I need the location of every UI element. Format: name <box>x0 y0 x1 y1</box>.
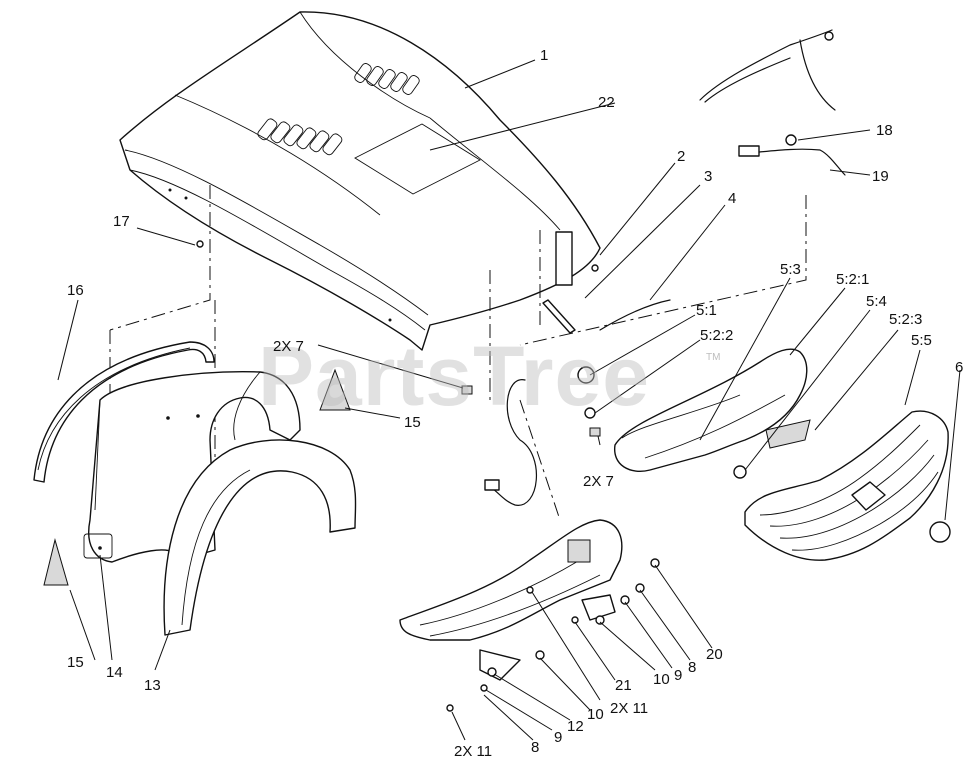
callout-10-a[interactable]: 10 <box>653 671 670 688</box>
callout-5-2-2[interactable]: 5:2:2 <box>700 327 733 344</box>
decal-part[interactable] <box>354 123 481 195</box>
callout-5-1[interactable]: 5:1 <box>696 302 717 319</box>
callout-5-2-1[interactable]: 5:2:1 <box>836 271 869 288</box>
callout-16[interactable]: 16 <box>67 282 84 299</box>
trim-strip-part[interactable] <box>33 341 215 483</box>
hood-vent-upper <box>354 63 420 95</box>
callout-9-b[interactable]: 9 <box>554 729 562 746</box>
callout-3[interactable]: 3 <box>704 168 712 185</box>
callout-5-3[interactable]: 5:3 <box>780 261 801 278</box>
headlight-wiring-part[interactable] <box>484 366 596 506</box>
callout-6[interactable]: 6 <box>955 359 963 376</box>
callout-8-b[interactable]: 8 <box>531 739 539 756</box>
callout-15-b[interactable]: 15 <box>67 654 84 671</box>
watermark-text: PartsTree <box>258 329 650 423</box>
grille-part[interactable] <box>744 410 949 561</box>
callout-4[interactable]: 4 <box>728 190 736 207</box>
callout-1[interactable]: 1 <box>540 47 548 64</box>
headlight-housing-part[interactable] <box>614 348 811 479</box>
wire-harness-part[interactable] <box>699 29 846 176</box>
callout-8-a[interactable]: 8 <box>688 659 696 676</box>
callout-22[interactable]: 22 <box>598 94 615 111</box>
callout-2x11-a[interactable]: 2X 11 <box>610 700 648 717</box>
fastener-parts <box>196 240 601 437</box>
callout-18[interactable]: 18 <box>876 122 893 139</box>
callout-2[interactable]: 2 <box>677 148 685 165</box>
callout-17[interactable]: 17 <box>113 213 130 230</box>
callout-5-5[interactable]: 5:5 <box>911 332 932 349</box>
callout-10-b[interactable]: 10 <box>587 706 604 723</box>
callout-labels: 1 22 2 3 4 17 18 19 16 2X 7 15 2X 7 15 1… <box>67 47 963 760</box>
callout-13[interactable]: 13 <box>144 677 161 694</box>
leader-lines <box>57 59 961 741</box>
hood-part[interactable] <box>119 11 601 351</box>
hood-bracket-parts[interactable] <box>542 231 671 334</box>
callout-5-2-3[interactable]: 5:2:3 <box>889 311 922 328</box>
callout-2x11-b[interactable]: 2X 11 <box>454 743 492 760</box>
callout-2x7-a[interactable]: 2X 7 <box>273 338 304 355</box>
callout-9-a[interactable]: 9 <box>674 667 682 684</box>
cap-part[interactable] <box>929 521 951 543</box>
fender-flare-part[interactable] <box>163 439 357 636</box>
callout-12[interactable]: 12 <box>567 718 584 735</box>
callout-14[interactable]: 14 <box>106 664 123 681</box>
bumper-pad-part[interactable] <box>43 368 351 586</box>
callout-21[interactable]: 21 <box>615 677 632 694</box>
hood-vent-lower <box>257 118 343 156</box>
callout-2x7-b[interactable]: 2X 7 <box>583 473 614 490</box>
callout-5-4[interactable]: 5:4 <box>866 293 887 310</box>
callout-20[interactable]: 20 <box>706 646 723 663</box>
callout-19[interactable]: 19 <box>872 168 889 185</box>
mounting-bracket-part[interactable] <box>399 519 623 681</box>
watermark-trademark: TM <box>706 352 720 363</box>
fender-part[interactable] <box>83 371 301 563</box>
callout-15-a[interactable]: 15 <box>404 414 421 431</box>
hardware-parts <box>446 558 660 712</box>
